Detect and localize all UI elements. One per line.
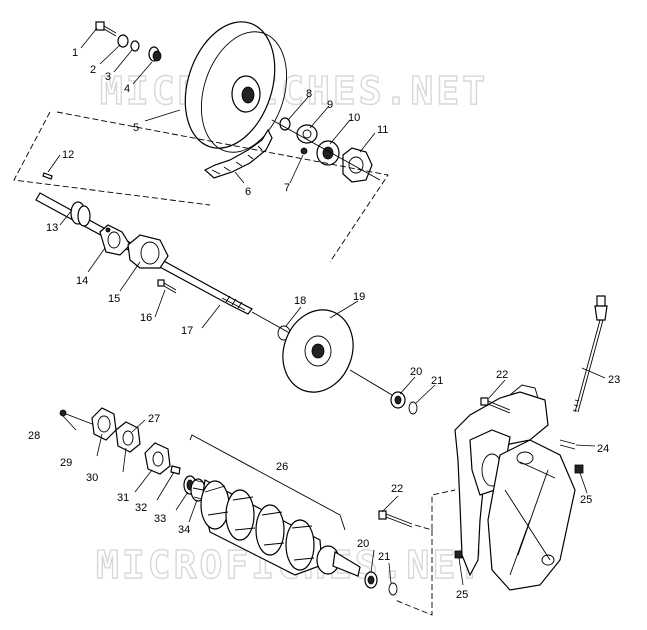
bearing-part-10	[316, 140, 340, 166]
drive-belt-part-6	[203, 128, 273, 179]
leader-lines	[47, 27, 606, 586]
callout-18: 18	[294, 295, 306, 307]
callout-labels: 1 2 3 4 5 6 7 8 9 10 11 12 13 14 15 16 1…	[28, 47, 620, 601]
callout-1: 1	[72, 47, 78, 59]
collar-part-15	[127, 234, 169, 269]
flange-part-31	[144, 442, 171, 475]
callout-23: 23	[608, 374, 620, 386]
callout-11: 11	[377, 124, 388, 136]
brake-disc-part-19	[282, 309, 354, 393]
dowel-pin-part-24	[559, 439, 576, 450]
callout-21-upper: 21	[431, 375, 443, 387]
jackshaft-assembly	[35, 172, 418, 415]
bolt-part-16	[157, 279, 177, 294]
chaincase-assembly	[378, 295, 608, 616]
bearing-part-20-upper	[390, 391, 406, 409]
set-screw-part-32	[170, 465, 181, 475]
nut-part-25-upper	[574, 464, 584, 474]
callout-5: 5	[133, 122, 139, 134]
flange-part-29	[91, 407, 117, 441]
callout-22-upper: 22	[496, 369, 508, 381]
bolt-part-22-upper	[480, 397, 511, 414]
callout-3: 3	[105, 71, 111, 83]
callout-28: 28	[28, 430, 40, 442]
callout-29: 29	[60, 457, 72, 469]
o-ring-part-21-upper	[408, 401, 418, 415]
callout-25-upper: 25	[580, 494, 592, 506]
chaincase-cover	[487, 439, 576, 591]
bearing-part-20-lower	[364, 571, 378, 589]
callout-12: 12	[62, 149, 74, 161]
callout-27: 27	[148, 413, 160, 425]
o-ring-part-21-lower	[388, 582, 398, 596]
drive-shaft-assembly	[59, 407, 398, 596]
callout-20-upper: 20	[410, 366, 422, 378]
drive-shaft-with-sprockets	[200, 479, 361, 577]
bracket-26	[189, 434, 346, 531]
callout-30: 30	[86, 472, 98, 484]
nut-part-25-lower	[454, 550, 463, 559]
callout-17: 17	[181, 325, 193, 337]
assembly-bracket-upper	[13, 111, 389, 263]
spacer-part-4	[148, 46, 162, 62]
callout-16: 16	[140, 312, 152, 324]
callout-25-lower: 25	[456, 589, 468, 601]
callout-32: 32	[135, 502, 147, 514]
dipstick-part-23	[572, 295, 608, 413]
seal-part-30	[115, 421, 141, 453]
callout-24: 24	[597, 443, 609, 455]
callout-19: 19	[353, 291, 365, 303]
callout-33: 33	[154, 513, 166, 525]
nut-part-28	[59, 409, 67, 417]
flange-part-14	[99, 224, 131, 256]
flange-part-11	[342, 147, 373, 183]
callout-22-lower: 22	[391, 483, 403, 495]
pulley-sheave-part-5	[184, 21, 288, 153]
callout-31: 31	[117, 492, 129, 504]
assembly-bracket-lower	[394, 489, 456, 616]
callout-21-lower: 21	[378, 551, 390, 563]
washer-part-3	[130, 40, 140, 52]
callout-6: 6	[245, 186, 251, 198]
callout-7: 7	[284, 182, 290, 194]
nut-part-7	[300, 147, 308, 155]
callout-14: 14	[76, 275, 88, 287]
plate-part-9	[296, 124, 318, 144]
callout-26: 26	[276, 461, 288, 473]
callout-9: 9	[327, 99, 333, 111]
washer-part-2	[117, 34, 129, 48]
callout-8: 8	[306, 88, 312, 100]
callout-2: 2	[90, 64, 96, 76]
callout-34: 34	[178, 524, 190, 536]
bearing-part-13	[70, 201, 91, 227]
callout-10: 10	[348, 112, 360, 124]
bolt-part-22-lower	[378, 510, 413, 528]
bolt-part-1	[95, 21, 117, 37]
callout-4: 4	[124, 83, 130, 95]
key-part-12	[42, 172, 53, 180]
callout-20-lower: 20	[357, 538, 369, 550]
callout-13: 13	[46, 222, 58, 234]
driven-pulley-assembly	[95, 21, 381, 183]
callout-15: 15	[108, 293, 120, 305]
watermark-top: MICROFICHES.NET	[100, 69, 488, 113]
